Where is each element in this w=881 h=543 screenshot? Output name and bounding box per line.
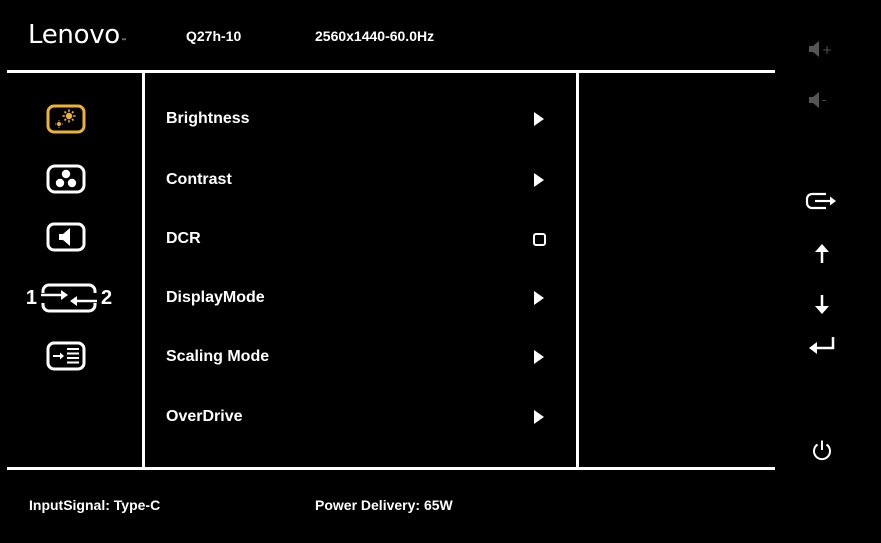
power-delivery-status: Power Delivery: 65W xyxy=(315,497,453,513)
menu-item-overdrive[interactable]: OverDrive xyxy=(166,402,546,432)
menu-item-label: Scaling Mode xyxy=(166,348,270,365)
volume-down-button[interactable]: - xyxy=(806,89,836,111)
color-category-icon[interactable] xyxy=(45,163,87,195)
menu-item-label: Brightness xyxy=(166,110,250,127)
submenu-arrow-icon xyxy=(532,350,546,364)
enter-button[interactable] xyxy=(806,333,838,357)
submenu-arrow-icon xyxy=(532,291,546,305)
arrow-down-icon xyxy=(815,295,829,314)
input-2-label: 2 xyxy=(101,286,113,309)
submenu-arrow-icon xyxy=(532,410,546,424)
menu-item-brightness[interactable]: Brightness xyxy=(166,104,546,134)
audio-category-icon[interactable] xyxy=(45,221,87,253)
dcr-checkbox[interactable] xyxy=(532,232,546,246)
right-column-divider xyxy=(576,72,579,468)
input-1-label: 1 xyxy=(25,286,37,309)
menu-item-label: Contrast xyxy=(166,171,232,188)
menu-item-displaymode[interactable]: DisplayMode xyxy=(166,283,546,313)
power-icon xyxy=(813,440,831,461)
brand-name: Lenovo xyxy=(28,20,120,50)
input-exit-icon xyxy=(805,192,836,210)
resolution-readout: 2560x1440-60.0Hz xyxy=(315,28,435,44)
menu-item-label: DCR xyxy=(166,230,201,247)
brightness-category-icon[interactable] xyxy=(45,103,87,135)
volume-up-label: + xyxy=(822,43,832,57)
left-column-divider xyxy=(142,72,145,468)
submenu-arrow-icon xyxy=(532,173,546,187)
menu-item-label: DisplayMode xyxy=(166,289,265,306)
menu-settings-category-icon[interactable] xyxy=(45,340,87,372)
submenu-arrow-icon xyxy=(532,112,546,126)
input-category-icon[interactable]: 1 2 xyxy=(20,281,118,315)
top-divider xyxy=(7,70,775,73)
down-button[interactable] xyxy=(810,292,834,318)
menu-item-dcr[interactable]: DCR xyxy=(166,224,546,254)
input-swap-icon xyxy=(39,283,99,313)
brand-logo: Lenovo™ xyxy=(28,20,127,50)
input-button[interactable] xyxy=(803,188,839,214)
model-name: Q27h-10 xyxy=(186,28,242,44)
power-button[interactable] xyxy=(808,436,836,464)
menu-item-scaling-mode[interactable]: Scaling Mode xyxy=(166,342,546,372)
menu-item-label: OverDrive xyxy=(166,408,243,425)
volume-down-label: - xyxy=(822,93,826,107)
volume-up-button[interactable]: + xyxy=(806,38,836,60)
up-button[interactable] xyxy=(810,240,834,266)
bottom-divider xyxy=(7,467,775,470)
enter-icon xyxy=(809,337,835,354)
volume-down-icon: - xyxy=(809,92,826,108)
input-signal-status: InputSignal: Type-C xyxy=(29,497,161,513)
brand-trademark: ™ xyxy=(120,38,127,45)
arrow-up-icon xyxy=(815,244,829,263)
volume-up-icon: + xyxy=(809,41,832,57)
menu-item-contrast[interactable]: Contrast xyxy=(166,165,546,195)
